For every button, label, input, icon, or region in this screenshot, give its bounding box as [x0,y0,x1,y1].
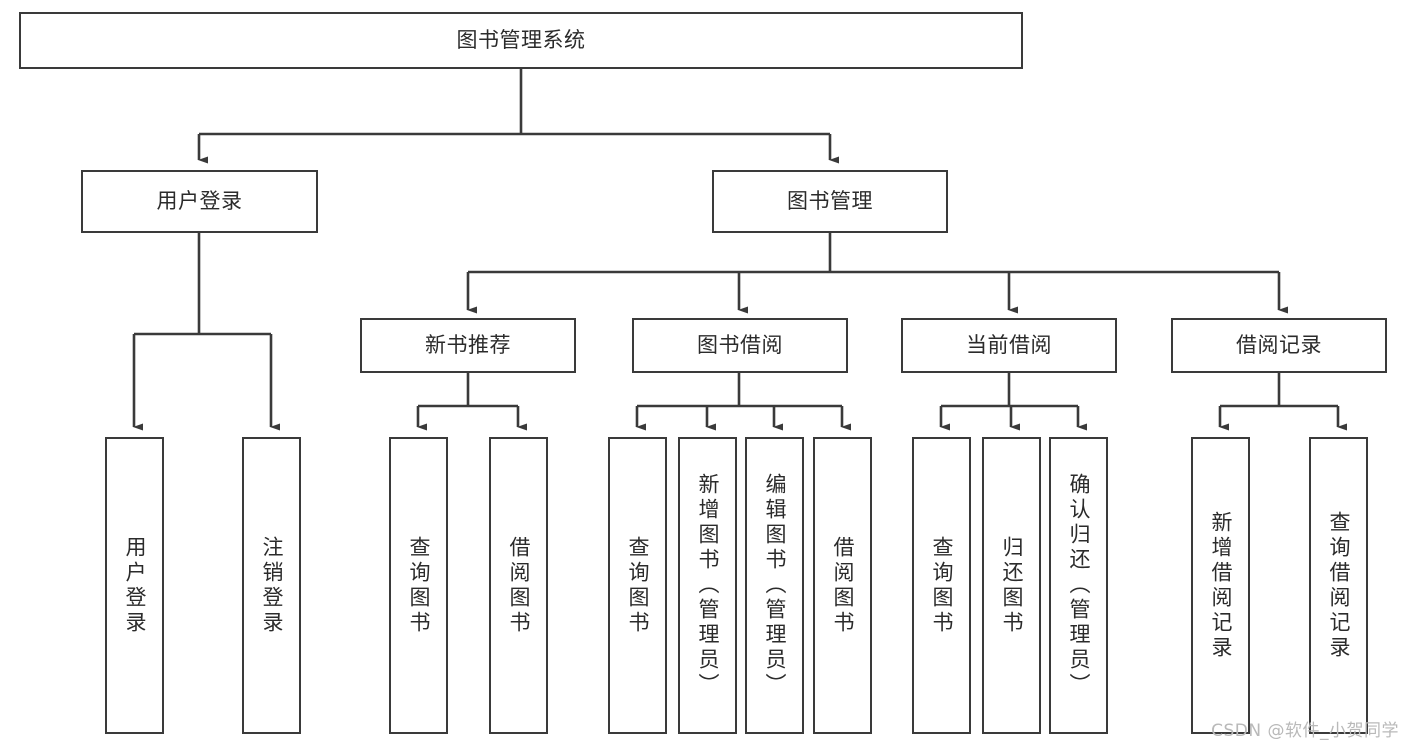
node-root[interactable]: 图书管理系统 [19,12,1023,69]
leaf-edit-book-label: 编辑图书（管理员） [763,473,787,698]
node-book-borrow-label: 图书借阅 [697,332,783,357]
node-book-borrow[interactable]: 图书借阅 [632,318,848,373]
leaf-add-record[interactable]: 新增借阅记录 [1191,437,1250,734]
node-book-manage-label: 图书管理 [787,188,873,213]
leaf-add-book-label: 新增图书（管理员） [696,473,720,698]
leaf-user-login-label: 用户登录 [123,535,147,636]
leaf-borrow-book-1[interactable]: 借阅图书 [489,437,548,734]
leaf-return-book-label: 归还图书 [1000,535,1024,636]
leaf-query-record[interactable]: 查询借阅记录 [1309,437,1368,734]
node-current-borrow-label: 当前借阅 [966,332,1052,357]
leaf-confirm-return-label: 确认归还（管理员） [1067,473,1091,698]
leaf-add-book[interactable]: 新增图书（管理员） [678,437,737,734]
node-user-login[interactable]: 用户登录 [81,170,318,233]
leaf-query-book-2[interactable]: 查询图书 [608,437,667,734]
leaf-query-book-3-label: 查询图书 [930,535,954,636]
node-root-label: 图书管理系统 [456,27,586,52]
leaf-confirm-return[interactable]: 确认归还（管理员） [1049,437,1108,734]
node-current-borrow[interactable]: 当前借阅 [901,318,1117,373]
leaf-return-book[interactable]: 归还图书 [982,437,1041,734]
node-user-login-label: 用户登录 [156,188,243,213]
leaf-user-logout[interactable]: 注销登录 [242,437,301,734]
node-borrow-record-label: 借阅记录 [1236,332,1322,357]
node-new-book-recommend[interactable]: 新书推荐 [360,318,576,373]
leaf-borrow-book-1-label: 借阅图书 [507,535,531,636]
leaf-query-record-label: 查询借阅记录 [1327,510,1351,661]
leaf-query-book-3[interactable]: 查询图书 [912,437,971,734]
leaf-add-record-label: 新增借阅记录 [1209,510,1233,661]
leaf-query-book-1[interactable]: 查询图书 [389,437,448,734]
leaf-edit-book[interactable]: 编辑图书（管理员） [745,437,804,734]
leaf-query-book-2-label: 查询图书 [626,535,650,636]
leaf-borrow-book-2-label: 借阅图书 [831,535,855,636]
leaf-user-logout-label: 注销登录 [260,535,284,636]
leaf-user-login[interactable]: 用户登录 [105,437,164,734]
leaf-borrow-book-2[interactable]: 借阅图书 [813,437,872,734]
node-borrow-record[interactable]: 借阅记录 [1171,318,1387,373]
leaf-query-book-1-label: 查询图书 [407,535,431,636]
node-book-manage[interactable]: 图书管理 [712,170,948,233]
node-new-book-recommend-label: 新书推荐 [425,332,511,357]
